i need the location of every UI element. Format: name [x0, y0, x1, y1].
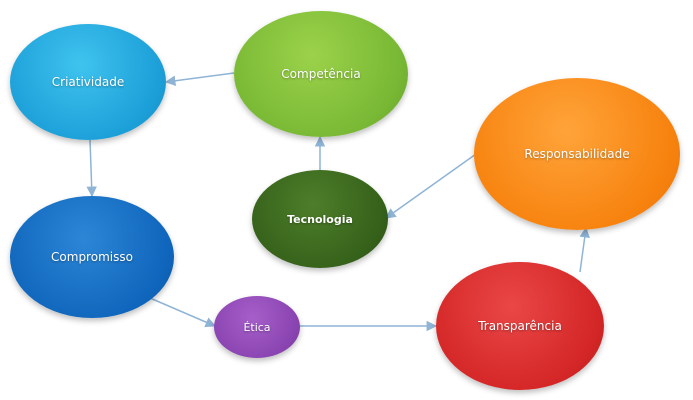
- node-compromisso: Compromisso: [10, 196, 174, 318]
- node-criatividade: Criatividade: [10, 24, 166, 140]
- node-transparencia-label: Transparência: [478, 319, 562, 333]
- arrow-transparencia-to-responsabilidade: [579, 226, 590, 273]
- node-transparencia: Transparência: [436, 262, 604, 390]
- node-tecnologia-label: Tecnologia: [287, 212, 353, 226]
- node-criatividade-label: Criatividade: [51, 75, 125, 89]
- node-competencia-label: Competência: [281, 67, 361, 81]
- node-etica-label: Ética: [243, 320, 271, 334]
- node-responsabilidade-label: Responsabilidade: [524, 147, 630, 161]
- node-tecnologia: Tecnologia: [252, 170, 388, 268]
- arrow-competencia-to-criatividade: [164, 72, 235, 86]
- node-responsabilidade: Responsabilidade: [474, 78, 680, 230]
- arrow-criatividade-to-compromisso: [86, 139, 97, 198]
- node-compromisso-label: Compromisso: [51, 250, 133, 264]
- arrow-compromisso-to-etica: [149, 297, 216, 328]
- node-competencia: Competência: [234, 11, 408, 137]
- arrow-responsabilidade-to-tecnologia: [385, 153, 477, 219]
- node-etica: Ética: [214, 296, 300, 358]
